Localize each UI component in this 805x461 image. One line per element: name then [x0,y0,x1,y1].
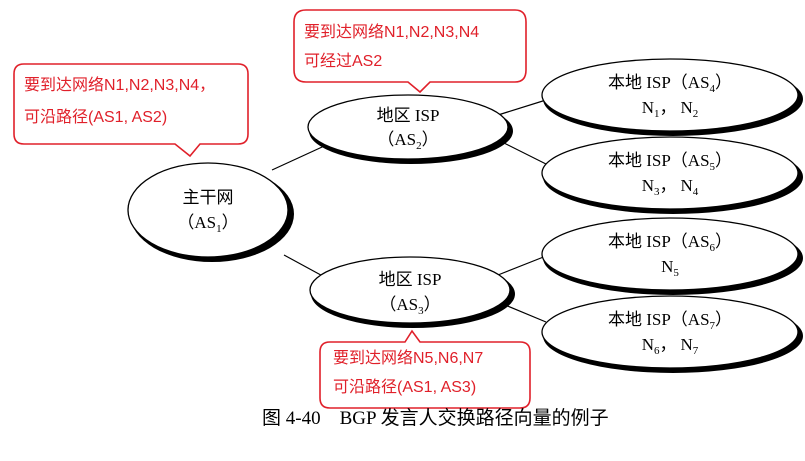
node-local-isp-as6: 本地 ISP（AS6） N5 [541,217,803,295]
node-as-label: （AS3） [379,295,440,317]
node-as-label: （AS2） [377,130,438,152]
node-backbone: 主干网 （AS1） [127,162,294,262]
link-as2-as4 [497,99,547,116]
node-networks: N5 [661,257,679,279]
node-name: 地区 ISP [377,106,440,125]
node-name: 主干网 [183,188,234,207]
node-ellipse [309,256,511,324]
node-ellipse [541,58,799,132]
node-ellipse [541,217,799,291]
node-local-isp-as5: 本地 ISP（AS5） N3，N4 [541,136,803,214]
node-ellipse [541,136,799,210]
node-regional-isp-as2: 地区 ISP （AS2） [307,94,513,164]
node-regional-isp-as3: 地区 ISP （AS3） [309,256,515,328]
callout-bubble [319,329,531,409]
node-ellipse [541,295,799,369]
callout-line-2: 可沿路径(AS1, AS2) [24,108,167,126]
node-networks: N6，N7 [642,335,699,357]
node-ellipse [307,94,509,160]
node-local-isp-as4: 本地 ISP（AS4） N1，N2 [541,58,803,136]
callout-bubble [293,9,527,94]
node-networks: N1，N2 [642,98,699,120]
callout-line-2: 可经过AS2 [304,52,382,70]
link-as2-as5 [497,139,547,165]
node-name: 本地 ISP（AS6） [608,232,732,254]
node-as-label: （AS1） [177,213,238,235]
callout-bottom: 要到达网络N5,N6,N7 可沿路径(AS1, AS3) [319,329,531,409]
node-name: 本地 ISP（AS7） [608,310,732,332]
callout-bubble [13,63,249,158]
node-name: 地区 ISP [379,270,442,289]
node-networks: N3，N4 [642,176,699,198]
node-name: 本地 ISP（AS5） [608,151,732,173]
callout-top-left: 要到达网络N1,N2,N3,N4， 可沿路径(AS1, AS2) [13,63,249,158]
callout-top-middle: 要到达网络N1,N2,N3,N4 可经过AS2 [293,9,527,94]
callout-line-1: 要到达网络N1,N2,N3,N4， [24,75,215,94]
callout-line-1: 要到达网络N1,N2,N3,N4 [304,22,479,41]
callout-line-1: 要到达网络N5,N6,N7 [333,348,483,367]
node-ellipse [127,162,289,258]
link-as3-as6 [497,255,547,276]
node-name: 本地 ISP（AS4） [608,73,732,95]
node-local-isp-as7: 本地 ISP（AS7） N6，N7 [541,295,803,373]
callout-line-2: 可沿路径(AS1, AS3) [333,378,476,396]
figure-caption: 图 4-40 BGP 发言人交换路径向量的例子 [262,407,609,429]
